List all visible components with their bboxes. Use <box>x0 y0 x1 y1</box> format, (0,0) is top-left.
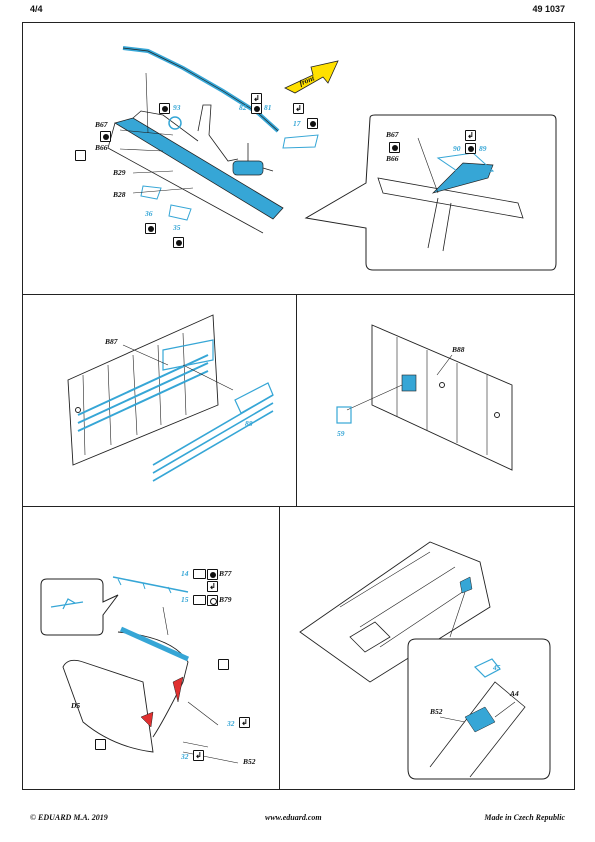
label-93: 93 <box>173 103 181 112</box>
panel-cockpit-drawing <box>107 46 557 271</box>
panel-cockpit-detail-drawing <box>299 541 551 780</box>
panel-left-sidewall: B87 88 <box>22 294 298 508</box>
detail-label-b67: B67 <box>386 130 399 139</box>
label-b29: B29 <box>113 168 126 177</box>
cement-icon <box>145 223 156 234</box>
cement-icon <box>207 569 218 580</box>
label-d5: D5 <box>71 701 81 710</box>
label-88: 88 <box>245 419 253 428</box>
label-14: 14 <box>181 569 189 578</box>
label-17: 17 <box>293 119 301 128</box>
label-b88: B88 <box>452 345 465 354</box>
fold-icon <box>207 581 218 592</box>
label-b28: B28 <box>113 190 126 199</box>
label-15: 15 <box>181 595 189 604</box>
paint-icon <box>75 150 86 161</box>
fold-icon <box>239 717 250 728</box>
fold-icon <box>293 103 304 114</box>
label-b52: B52 <box>430 707 443 716</box>
cement-icon <box>251 103 262 114</box>
label-32: 32 <box>227 719 235 728</box>
fold-icon <box>465 130 476 141</box>
detail-label-89: 89 <box>479 144 487 153</box>
fold-icon <box>193 750 204 761</box>
panel-gunsight-area: 14 B77 15 B79 D5 32 32 B52 <box>22 506 281 790</box>
label-b66: B66 <box>95 143 108 152</box>
panel-gunsight-drawing <box>40 576 239 764</box>
panel-cockpit-detail: 45 B52 A4 <box>279 506 575 790</box>
panel-cockpit-overview: B67 B66 B29 B28 93 82 81 17 36 35 front … <box>22 22 575 296</box>
label-82: 82 <box>239 103 247 112</box>
website: www.eduard.com <box>265 813 322 822</box>
detail-label-b66: B66 <box>386 154 399 163</box>
cement-icon <box>389 142 400 153</box>
copyright: © EDUARD M.A. 2019 <box>30 813 108 822</box>
label-59: 59 <box>337 429 345 438</box>
glue-icon <box>207 595 218 606</box>
label-b87: B87 <box>105 337 118 346</box>
detail-label-90: 90 <box>453 144 461 153</box>
paint-icon <box>95 739 106 750</box>
set-code: 49 1037 <box>532 4 565 14</box>
label-81: 81 <box>264 103 272 112</box>
paint-icon <box>193 595 206 605</box>
label-32: 32 <box>181 752 189 761</box>
panel-right-sidewall-drawing <box>336 324 513 471</box>
made-in: Made in Czech Republic <box>484 813 565 822</box>
cement-icon <box>465 143 476 154</box>
paint-icon <box>193 569 206 579</box>
page-number: 4/4 <box>30 4 43 14</box>
label-b79: B79 <box>219 595 232 604</box>
cement-icon <box>307 118 318 129</box>
cement-icon <box>100 131 111 142</box>
cement-icon <box>173 237 184 248</box>
label-45: 45 <box>493 663 501 672</box>
label-a4: A4 <box>510 689 519 698</box>
panel-left-sidewall-drawing <box>67 314 274 482</box>
label-b67: B67 <box>95 120 108 129</box>
cement-icon <box>159 103 170 114</box>
label-35: 35 <box>173 223 181 232</box>
panel-right-sidewall: B88 59 <box>296 294 575 508</box>
label-b52: B52 <box>243 757 256 766</box>
label-36: 36 <box>145 209 153 218</box>
paint-icon <box>218 659 229 670</box>
label-b77: B77 <box>219 569 232 578</box>
